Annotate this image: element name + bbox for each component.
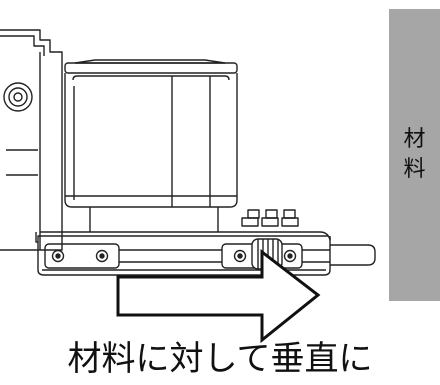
tool-drawing xyxy=(0,29,376,276)
caption: 材料に対して垂直に xyxy=(67,339,373,379)
right-arrow-icon xyxy=(116,248,321,344)
main-body xyxy=(64,59,238,208)
left-housing xyxy=(0,29,63,251)
material-label: 材 料 xyxy=(389,125,440,185)
material-label-char-1: 材 xyxy=(403,127,426,152)
material-block xyxy=(389,9,440,301)
guide-pin xyxy=(330,244,376,266)
body-base-joint xyxy=(89,207,219,232)
material-label-char-2: 料 xyxy=(403,157,426,182)
base-tabs xyxy=(241,209,299,227)
